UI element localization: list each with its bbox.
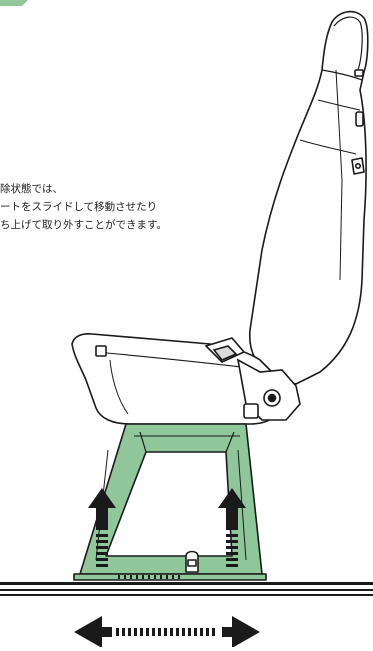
floor-rail [0,582,373,596]
recliner-hinge [204,337,301,421]
seat-back [248,10,369,385]
caption-line-1: 除状態では、 [0,183,63,195]
lift-arrow-right [218,488,246,567]
instruction-caption: 除状態では、 ートをスライドして移動させたり ち上げて取り外すことができます。 [0,180,167,234]
corner-mark [0,0,28,6]
slide-arrow [74,616,260,648]
caption-line-2: ートをスライドして移動させたり [0,201,158,213]
caption-line-3: ち上げて取り外すことができます。 [0,219,167,231]
seat-base-frame [73,423,267,581]
lift-arrow-left [88,488,116,567]
